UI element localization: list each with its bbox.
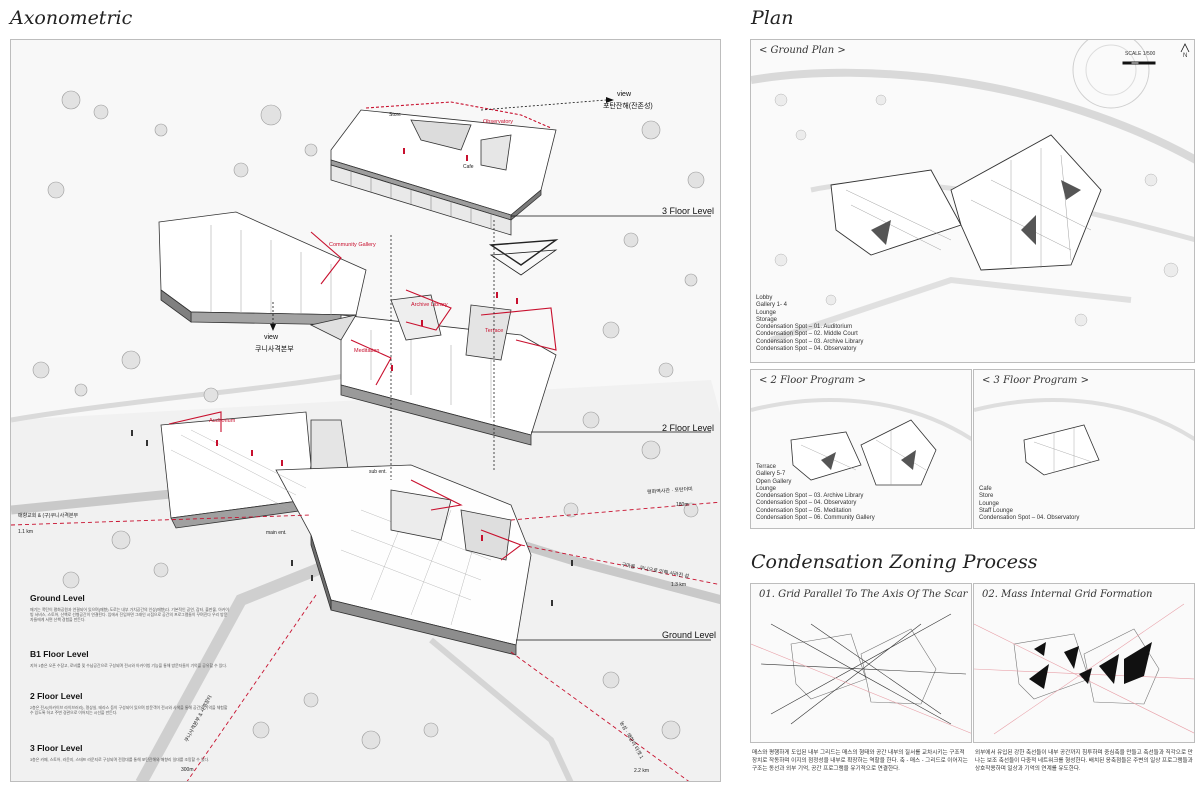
- ground-plan-item: Gallery 1- 4: [756, 302, 788, 309]
- ground-plan-panel: < Ground Plan > SCALE 1/500 N Lobby Gall…: [750, 39, 1195, 363]
- floor3-heading: < 3 Floor Program >: [982, 375, 1089, 386]
- people-marks: [216, 148, 518, 541]
- ground-plan-building: [830, 134, 1102, 271]
- floor2-item: Condensation Spot – 03. Archive Library: [756, 493, 864, 500]
- b1-level-text: 지하 1층은 오픈 수장고, 로비를 및 수납공간으로 구성되며 전시와 아카이…: [30, 663, 228, 668]
- main-entrance-label: main ent.: [266, 530, 287, 536]
- scale-label: SCALE 1/500: [1125, 51, 1156, 57]
- floor2-item: Open Gallery: [756, 478, 792, 485]
- ground-plan-item: Condensation Spot – 01. Auditorium: [756, 324, 853, 331]
- floor3-panel: < 3 Floor Program > Cafe Store Lounge St…: [973, 369, 1195, 529]
- top-view-label: view: [617, 91, 632, 98]
- second-floor-mass: [158, 211, 557, 446]
- axonometric-panel: view 포탄잔해(잔존성) view 쿠니사격본부 3 Floor Level…: [10, 39, 721, 782]
- floor2-list: Terrace Gallery 5-7 Open Gallery Lounge …: [756, 464, 875, 522]
- route-lines: [11, 501, 720, 781]
- left-route-distance: 1.1 km: [18, 529, 34, 535]
- third-floor-label: 3 Floor Level: [662, 206, 715, 216]
- ground-floor-label: Ground Level: [662, 630, 717, 640]
- third-level-heading: 3 Floor Level: [30, 743, 83, 753]
- floor3-item: Lounge: [979, 500, 1000, 507]
- mid-view-label: view: [264, 334, 279, 341]
- process-step2-text: 외부에서 유입된 강한 축선들이 내부 공간까지 침투하며 중심축을 만들고 축…: [975, 750, 1193, 772]
- bottom-left-route-distance: 300m: [181, 767, 194, 773]
- ground-plan-item: Condensation Spot – 02. Middle Court: [756, 331, 858, 338]
- north-label: N: [1183, 53, 1188, 59]
- floor2-item: Condensation Spot – 05. Meditation: [756, 507, 852, 514]
- third-level-block: 3 Floor Level 3층은 카페, 스토어, 라운지, 스태프 라운지로…: [30, 743, 230, 762]
- terrace-label: Terrace: [485, 328, 504, 334]
- bottom-right-route-distance: 2.2 km: [634, 768, 650, 774]
- stair-frame: [488, 239, 559, 276]
- process-step2-panel: 02. Mass Internal Grid Formation: [973, 583, 1195, 743]
- community-gallery-label: Community Gallery: [329, 242, 376, 248]
- process-step1-text: 매스와 평행하게 도입된 내부 그리드는 매스의 형태와 공간 내부의 질서를 …: [752, 750, 968, 772]
- store-label: Store: [389, 112, 401, 118]
- ground-plan-item: Condensation Spot – 03. Archive Library: [756, 338, 864, 345]
- ground-floor-mass: [160, 411, 532, 656]
- condensation-title: Condensation Zoning Process: [751, 551, 1038, 573]
- ground-plan-item: Condensation Spot – 04. Observatory: [756, 346, 857, 353]
- axonometric-title: Axonometric: [10, 7, 133, 29]
- ground-plan-item: Lounge: [756, 309, 777, 316]
- ground-plan-list: Lobby Gallery 1- 4 Lounge Storage Conden…: [756, 295, 863, 353]
- floor3-item: Condensation Spot – 04. Observatory: [979, 515, 1080, 522]
- ground-level-block: Ground Level 매기는 폭탄이 평화공원과 연결되어 있으며(매향) …: [30, 593, 230, 623]
- process-step1-heading: 01. Grid Parallel To The Axis Of The Sca…: [759, 589, 968, 600]
- plan-title: Plan: [751, 7, 794, 29]
- process-step1-drawing: [751, 613, 971, 734]
- floor2-item: Condensation Spot – 06. Community Galler…: [756, 515, 875, 522]
- floor2-panel: < 2 Floor Program > Terrace Gallery 5-7 …: [750, 369, 972, 529]
- b1-level-block: B1 Floor Level 지하 1층은 오픈 수장고, 로비를 및 수납공간…: [30, 649, 230, 668]
- meditation-label: Meditation: [354, 348, 380, 354]
- process-step1-panel: 01. Grid Parallel To The Axis Of The Sca…: [750, 583, 972, 743]
- right-mid-route-distance: 1.3 km: [671, 582, 687, 588]
- second-level-text: 2층은 전시(아카이브 라이브러리), 명상실, 테라스 등이 구성되어 있으며…: [30, 705, 228, 716]
- ground-plan-heading: < Ground Plan >: [759, 45, 846, 56]
- floor3-item: Store: [979, 493, 994, 500]
- observatory-highlight: [365, 101, 552, 129]
- floor2-item: Condensation Spot – 04. Observatory: [756, 500, 857, 507]
- observatory-label: Observatory: [483, 119, 513, 125]
- sub-entrance-label: sub ent.: [369, 469, 387, 475]
- floor3-drawing: [974, 398, 1194, 476]
- process-step2-drawing: [974, 603, 1194, 735]
- ground-level-text: 매기는 폭탄이 평화공원과 연결되어 있으며(매향) 도로는 내부 가치공간의 …: [30, 607, 229, 623]
- second-level-heading: 2 Floor Level: [30, 691, 83, 701]
- floor3-item: Staff Lounge: [979, 507, 1013, 514]
- b1-level-heading: B1 Floor Level: [30, 649, 89, 659]
- process-step2-heading: 02. Mass Internal Grid Formation: [982, 589, 1153, 600]
- floor3-list: Cafe Store Lounge Staff Lounge Condensat…: [979, 486, 1079, 522]
- auditorium-label: Auditorium: [209, 418, 236, 424]
- cafe-label: Cafe: [463, 164, 474, 170]
- floor2-heading: < 2 Floor Program >: [759, 375, 866, 386]
- left-route-label: 매향교회 & (구)쿠니사격본부: [18, 513, 79, 519]
- view-arrow-top: [480, 99, 607, 111]
- right-top-route-distance: 180m: [676, 502, 689, 508]
- view-arrow-mid-head: [270, 324, 276, 331]
- second-floor-highlights: [310, 231, 557, 386]
- ground-level-heading: Ground Level: [30, 593, 85, 603]
- ground-plan-item: Storage: [756, 316, 778, 323]
- condensation-spots: [1029, 642, 1152, 689]
- second-floor-label: 2 Floor Level: [662, 423, 715, 433]
- floor2-item: Terrace: [756, 464, 777, 470]
- floor2-drawing: [751, 398, 971, 486]
- second-level-block: 2 Floor Level 2층은 전시(아카이브 라이브러리), 명상실, 테…: [30, 691, 230, 715]
- mid-view-place: 쿠니사격본부: [255, 346, 294, 353]
- pedestrian-marks: [131, 430, 573, 606]
- ground-plan-item: Lobby: [756, 295, 773, 301]
- archive-library-label: Archive Library: [411, 302, 448, 308]
- top-view-place: 포탄잔해(잔존성): [603, 103, 653, 110]
- ground-plan-drawing: [751, 40, 1194, 343]
- floor3-item: Cafe: [979, 486, 992, 492]
- floor2-item: Lounge: [756, 485, 777, 492]
- view-arrow-top-head: [606, 97, 614, 103]
- third-floor-mass: [330, 109, 557, 236]
- third-level-text: 3층은 카페, 스토어, 라운지, 스태프 라운지로 구성되며 전망대를 통해 …: [30, 757, 210, 762]
- axonometric-drawing: [11, 90, 720, 781]
- tree-icons: [32, 90, 705, 750]
- floor2-item: Gallery 5-7: [756, 471, 786, 478]
